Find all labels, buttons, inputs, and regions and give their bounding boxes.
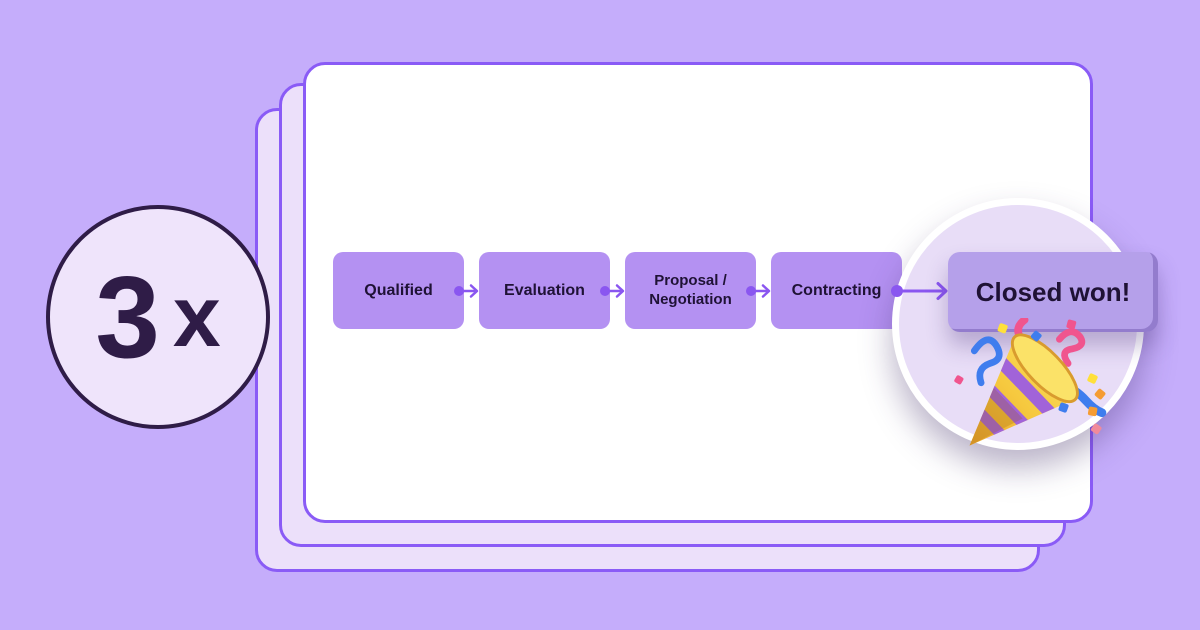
- flow-arrow-final-icon: [891, 282, 948, 300]
- multiplier-value: 3: [95, 252, 159, 382]
- stage-label: Closed won!: [975, 276, 1131, 307]
- stage-label: Evaluation: [504, 281, 585, 299]
- party-popper-icon: [954, 318, 1107, 446]
- stage-label: Qualified: [364, 281, 433, 299]
- stage-label: Proposal / Negotiation: [649, 271, 732, 308]
- stage-closed-won: Closed won!: [948, 252, 1158, 332]
- flow-arrow-icon: [600, 284, 625, 298]
- flow-arrow-icon: [746, 284, 771, 298]
- flow-arrow-icon: [454, 284, 479, 298]
- stage-contracting: Contracting: [771, 252, 902, 329]
- stage-evaluation: Evaluation: [479, 252, 610, 329]
- multiplier-badge: 3 x: [46, 205, 270, 429]
- stage-qualified: Qualified: [333, 252, 464, 329]
- multiplier-suffix: x: [172, 269, 221, 365]
- stage-label: Contracting: [791, 281, 882, 299]
- stage-proposal-negotiation: Proposal / Negotiation: [625, 252, 756, 329]
